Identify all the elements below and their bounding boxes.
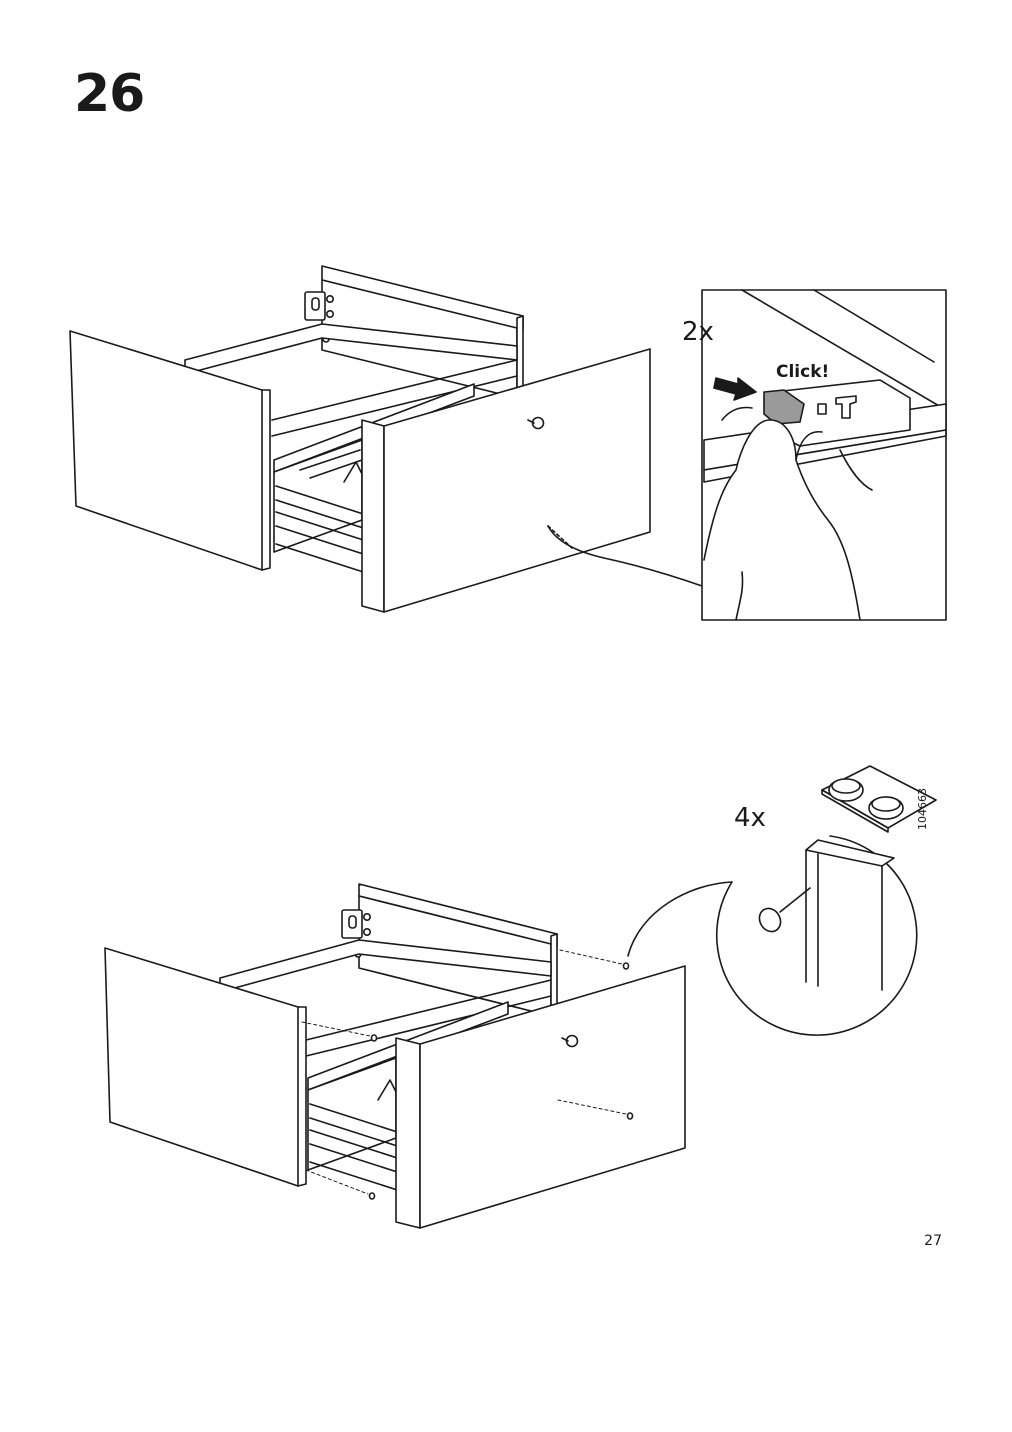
detail-circle — [715, 835, 918, 1036]
bumper-position — [368, 1192, 376, 1200]
step-number: 26 — [74, 64, 145, 124]
quantity-4x: 4x — [734, 803, 766, 833]
bumper-position — [626, 1112, 634, 1120]
cabinet-with-bumpers — [104, 883, 686, 1229]
drawer-front — [383, 348, 651, 613]
click-detail-callout: 2x Click! — [682, 289, 947, 621]
push-arrow-icon — [713, 377, 757, 401]
cabinet-left-side — [69, 330, 271, 571]
bumper-detail-callout: 4x 104663 — [627, 765, 937, 1036]
click-label: Click! — [776, 362, 829, 382]
clip-lever — [763, 389, 805, 425]
page-number: 27 — [924, 1233, 942, 1249]
quantity-2x: 2x — [682, 317, 714, 347]
bumper-position — [622, 962, 630, 970]
article-number: 104663 — [916, 788, 929, 830]
cabinet-with-open-drawer — [69, 265, 703, 613]
bumper-pad — [758, 907, 782, 933]
bumper-position — [370, 1034, 378, 1042]
drawer-front — [419, 965, 686, 1229]
hand-illustration — [703, 419, 861, 621]
